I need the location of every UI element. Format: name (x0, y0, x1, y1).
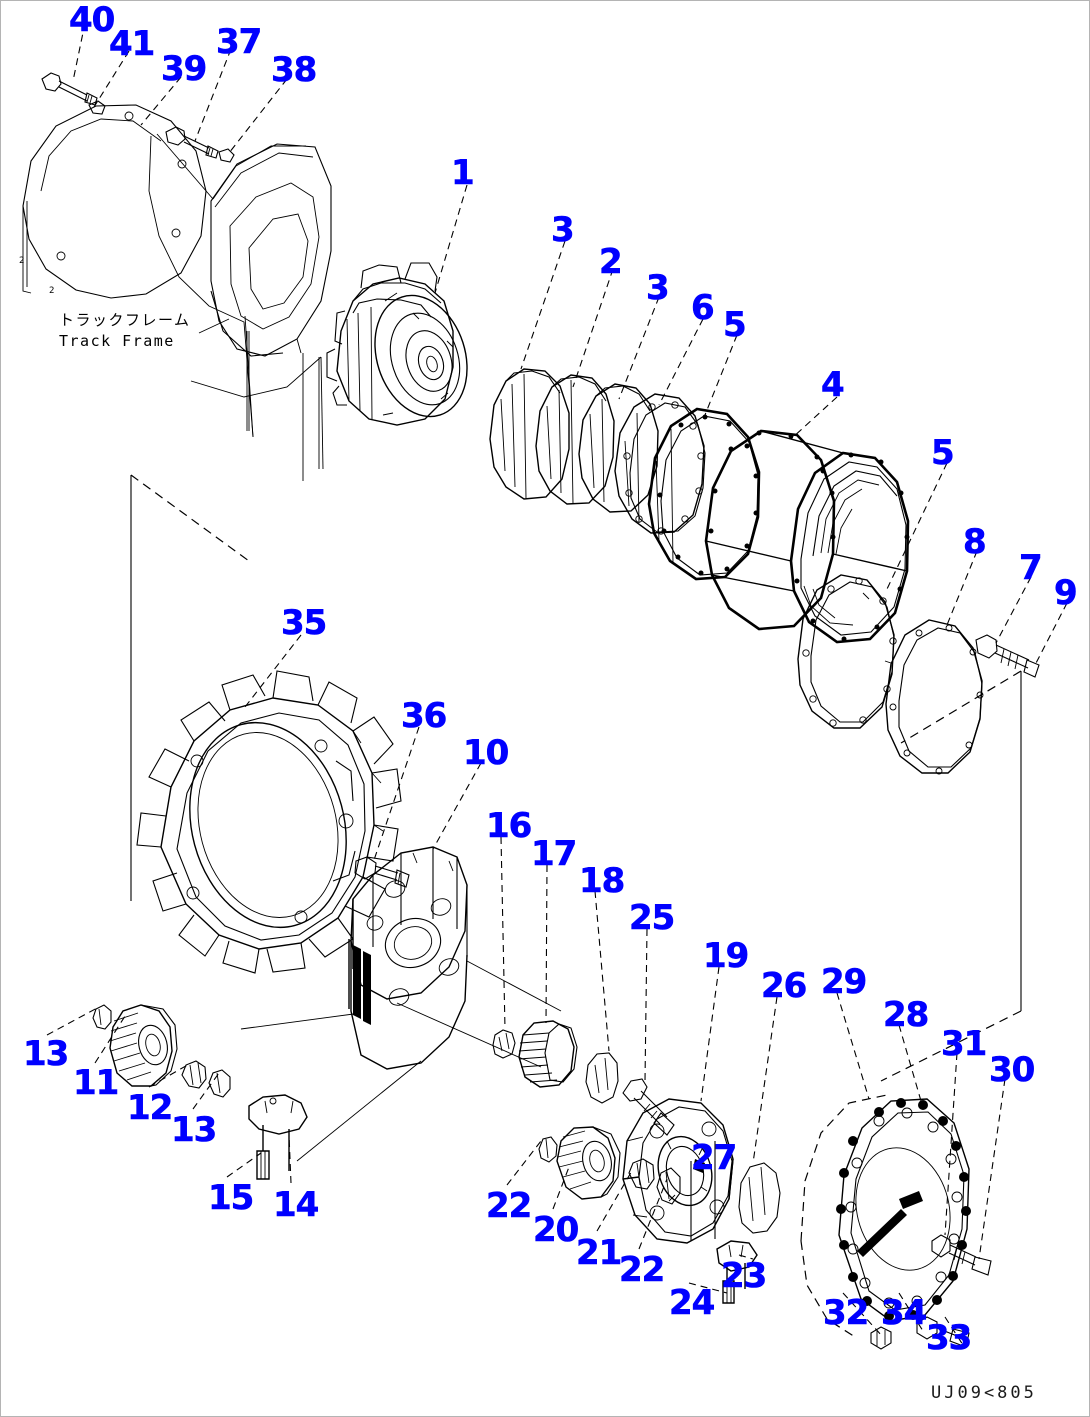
callout-17: 17 (531, 834, 578, 874)
ring-5-right-group (797, 574, 897, 729)
callout-27: 27 (691, 1138, 738, 1178)
bolt-7-9-group (975, 634, 1040, 678)
callout-28: 28 (883, 995, 930, 1035)
shaft-parts-group (492, 1020, 675, 1136)
callout-13: 13 (23, 1034, 70, 1074)
callout-33: 33 (926, 1318, 973, 1358)
callout-37: 37 (216, 22, 263, 62)
callout-23: 23 (721, 1256, 768, 1296)
bolt-36-group (354, 856, 410, 888)
track-frame-label-en: Track Frame (59, 332, 175, 350)
washer-12-group (181, 1060, 207, 1089)
callout-25: 25 (629, 898, 676, 938)
carrier-housing-10-group (348, 846, 468, 1070)
track-frame-label-jp: トラックフレーム (59, 311, 191, 329)
track-frame-housing-group (148, 133, 332, 470)
bolt-31-30-group (931, 1234, 992, 1276)
callout-39: 39 (161, 49, 208, 89)
callout-40: 40 (69, 0, 116, 40)
ring-5-and-drum-4-group (647, 407, 910, 644)
track-frame-cover-group: 2 2 (19, 104, 207, 299)
bolt-37-38-group (165, 126, 235, 163)
drawing-number: UJ09<805 (931, 1383, 1037, 1403)
callout-11: 11 (73, 1063, 120, 1103)
callout-18: 18 (579, 861, 626, 901)
washer-22-left-group (538, 1136, 558, 1163)
washer-13-left-group (92, 1004, 112, 1030)
callout-22: 22 (619, 1250, 666, 1290)
callout-20: 20 (533, 1210, 580, 1250)
assembly-bracket-group (130, 331, 1022, 1082)
travel-motor-group (326, 262, 468, 426)
callout-3: 3 (551, 210, 575, 250)
gear-11-group (109, 1004, 178, 1087)
callout-24: 24 (669, 1283, 716, 1323)
callout-2: 2 (599, 242, 623, 282)
callout-12: 12 (127, 1088, 174, 1128)
callout-22: 22 (486, 1186, 533, 1226)
callout-3: 3 (646, 268, 670, 308)
callout-7: 7 (1019, 548, 1043, 588)
callout-30: 30 (989, 1050, 1036, 1090)
callout-31: 31 (941, 1024, 988, 1064)
ring-8-group (885, 619, 984, 775)
washer-13-mid-group (208, 1069, 231, 1098)
callout-19: 19 (703, 936, 750, 976)
washer-22-right-group (656, 1167, 681, 1205)
sprocket-35-group (136, 670, 402, 974)
callout-21: 21 (576, 1233, 623, 1273)
callout-13: 13 (171, 1110, 218, 1150)
callout-4: 4 (821, 365, 845, 405)
gear-20-group (556, 1126, 621, 1200)
callout-16: 16 (486, 806, 533, 846)
svg-text:2: 2 (19, 256, 24, 266)
callout-8: 8 (963, 522, 987, 562)
snap-ring-26-group (738, 1162, 781, 1234)
bolt-40-41-group (41, 72, 106, 115)
callout-6: 6 (691, 288, 715, 328)
callout-1: 1 (451, 153, 475, 193)
callout-5: 5 (723, 305, 747, 345)
seal-ring-stack-group (489, 368, 706, 535)
callout-34: 34 (881, 1293, 928, 1333)
callout-36: 36 (401, 696, 448, 736)
callout-26: 26 (761, 966, 808, 1006)
washer-21-group (628, 1158, 655, 1190)
lever-14-15-group (248, 1094, 308, 1180)
callout-10: 10 (463, 733, 510, 773)
callout-41: 41 (109, 24, 156, 64)
callout-32: 32 (823, 1293, 870, 1333)
callout-35: 35 (281, 603, 328, 643)
callout-29: 29 (821, 962, 868, 1002)
svg-text:2: 2 (49, 286, 54, 296)
callout-38: 38 (271, 50, 318, 90)
callout-9: 9 (1054, 573, 1078, 613)
callout-5: 5 (931, 433, 955, 473)
callout-15: 15 (208, 1178, 255, 1218)
callout-14: 14 (273, 1185, 320, 1225)
